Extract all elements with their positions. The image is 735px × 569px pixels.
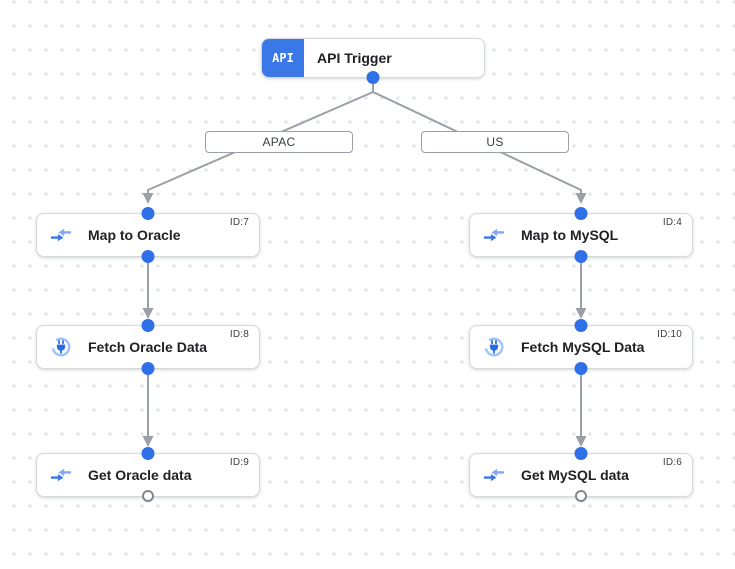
api-trigger-icon: API	[262, 39, 304, 77]
edge-label-us[interactable]: US	[421, 131, 569, 153]
task-id: ID:6	[662, 457, 682, 468]
output-port[interactable]	[141, 250, 155, 263]
data-mapping-icon	[483, 464, 505, 486]
connector-icon	[483, 336, 505, 358]
trigger-label: API Trigger	[317, 50, 392, 66]
input-port[interactable]	[574, 319, 588, 332]
input-port[interactable]	[141, 447, 155, 460]
task-node-map-to-oracle[interactable]: ID:7 Map to Oracle	[36, 207, 260, 263]
output-port[interactable]	[574, 250, 588, 263]
task-id: ID:8	[229, 329, 249, 340]
edge-label-apac[interactable]: APAC	[205, 131, 353, 153]
task-label: Map to Oracle	[88, 227, 181, 243]
task-id: ID:7	[229, 217, 249, 228]
task-label: Map to MySQL	[521, 227, 619, 243]
input-port[interactable]	[574, 207, 588, 220]
edge-label-text: US	[486, 135, 504, 149]
output-port[interactable]	[141, 362, 155, 375]
api-trigger-node[interactable]: API API Trigger	[261, 38, 485, 84]
input-port[interactable]	[141, 207, 155, 220]
output-port[interactable]	[366, 71, 380, 84]
task-node-fetch-mysql-data[interactable]: ID:10 Fetch MySQL Data	[469, 319, 693, 375]
task-label: Get MySQL data	[521, 467, 629, 483]
terminal-port[interactable]	[575, 490, 587, 502]
task-id: ID:10	[657, 329, 682, 340]
data-mapping-icon	[50, 224, 72, 246]
edge-label-text: APAC	[262, 135, 296, 149]
task-label: Fetch Oracle Data	[88, 339, 208, 355]
task-id: ID:4	[662, 217, 682, 228]
data-mapping-icon	[50, 464, 72, 486]
output-port[interactable]	[574, 362, 588, 375]
task-node-map-to-mysql[interactable]: ID:4 Map to MySQL	[469, 207, 693, 263]
data-mapping-icon	[483, 224, 505, 246]
task-id: ID:9	[229, 457, 249, 468]
connector-icon	[50, 336, 72, 358]
task-label: Get Oracle data	[88, 467, 192, 483]
input-port[interactable]	[141, 319, 155, 332]
terminal-port[interactable]	[142, 490, 154, 502]
input-port[interactable]	[574, 447, 588, 460]
task-node-get-oracle-data[interactable]: ID:9 Get Oracle data	[36, 447, 260, 502]
task-node-fetch-oracle-data[interactable]: ID:8 Fetch Oracle Data	[36, 319, 260, 375]
task-node-get-mysql-data[interactable]: ID:6 Get MySQL data	[469, 447, 693, 502]
task-label: Fetch MySQL Data	[521, 339, 645, 355]
